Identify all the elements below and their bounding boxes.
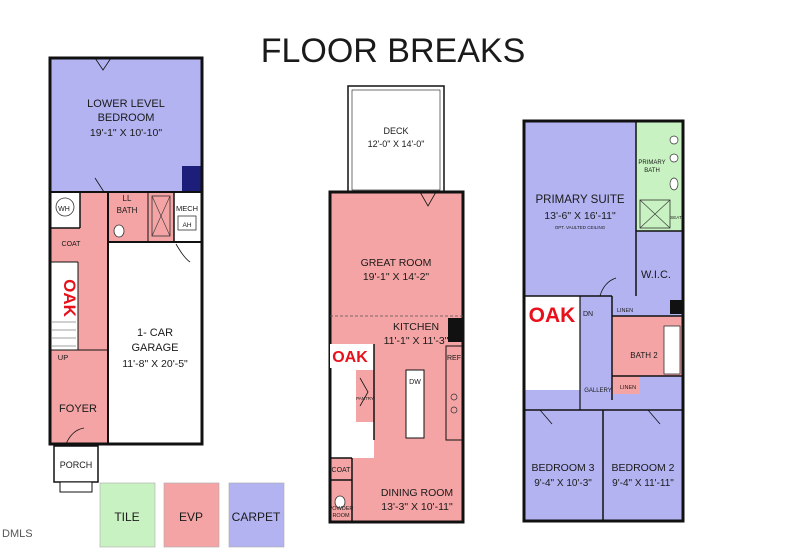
legend-tile-label: TILE (114, 510, 139, 524)
door-swing-icon (94, 177, 105, 193)
lower-level-plan: LOWER LEVEL BEDROOM 19'-1" X 10'-10" WH … (48, 56, 204, 493)
garage-floor (108, 242, 202, 444)
foyer-label: FOYER (59, 403, 97, 415)
mech-label: MECH (176, 204, 198, 213)
ll-bedroom-dims: 19'-1" X 10'-10" (90, 127, 162, 139)
air-handler-icon (177, 215, 197, 231)
door-swing-icon (539, 409, 553, 425)
door-swing-icon (175, 243, 191, 263)
ll-bath-label: BATH (117, 206, 138, 215)
linen2-evp (612, 376, 640, 394)
legend-carpet-label: CARPET (232, 510, 281, 524)
water-heater-icon (55, 197, 75, 217)
upper-stair-area (524, 296, 580, 390)
legend-tile-swatch (99, 482, 156, 548)
legend-evp-swatch (163, 482, 220, 548)
bedroom2-dims: 9'-4" X 11'-11" (612, 478, 674, 489)
dn-label: DN (583, 311, 593, 318)
door-swing-icon (65, 427, 85, 445)
wh-label: WH (58, 206, 70, 213)
ll-coat-label: COAT (62, 241, 82, 248)
bath2-label: BATH 2 (630, 351, 658, 360)
legend: TILE EVP CARPET (99, 482, 285, 548)
great-room-dims: 19'-1" X 14'-2" (363, 271, 430, 283)
upper-level-plan: PRIMARY SUITE 13'-6" X 16'-11" OPT. VAUL… (522, 119, 685, 523)
kitchen-counter (445, 345, 463, 441)
porch-step (59, 481, 93, 493)
main-oak-label: OAK (332, 349, 368, 366)
pantry-floor (356, 370, 374, 422)
primary-suite-note: OPT. VAULTED CEILING (555, 225, 606, 230)
primary-suite-dims: 13'-6" X 16'-11" (544, 210, 616, 222)
bedroom2-label: BEDROOM 2 (611, 462, 674, 474)
ll-stairs (50, 262, 78, 350)
garage-label: GARAGE (131, 342, 178, 354)
linen2-label: LINEN (620, 385, 636, 391)
kitchen-island (405, 369, 425, 439)
deck-dims: 12'-0" X 14'-0" (368, 139, 425, 149)
ll-stair-treads (52, 321, 76, 347)
page-title: FLOOR BREAKS (261, 32, 526, 70)
powder-room-label: ROOM (332, 513, 350, 519)
upper-oak-label: OAK (529, 304, 576, 327)
linen-label: LINEN (617, 308, 633, 314)
ll-oak-label: OAK (60, 279, 79, 318)
upper-column (670, 300, 682, 314)
primary-bath-label: PRIMARY (638, 160, 665, 166)
bath2-tub (663, 325, 681, 375)
kitchen-label: KITCHEN (393, 321, 439, 333)
ll-bath-label: LL (123, 194, 132, 203)
dmls-watermark: DMLS (2, 528, 33, 540)
dining-room-dims: 13'-3" X 10'-11" (381, 501, 453, 513)
primary-suite-label: PRIMARY SUITE (535, 194, 624, 206)
main-oak-box (330, 344, 370, 368)
garage-label: 1- CAR (137, 327, 173, 339)
door-swing-icon (647, 409, 661, 425)
great-room-label: GREAT ROOM (361, 257, 432, 269)
ll-outer-wall (48, 56, 204, 446)
porch-label: PORCH (60, 460, 93, 470)
gallery-label: GALLERY (584, 388, 612, 394)
ll-bedroom-closet-mark (182, 166, 202, 192)
main-coat-label: COAT (332, 467, 352, 474)
powder-room-label: POWDER (329, 506, 354, 512)
ll-shower (151, 195, 171, 237)
kitchen-column (448, 318, 462, 342)
primary-sink-icon (669, 153, 679, 163)
wic-label: W.I.C. (641, 269, 671, 281)
pantry-label: PANTRY (356, 396, 374, 401)
kitchen-dims: 11'-1" X 11'-3" (384, 335, 449, 347)
primary-sink-icon (669, 135, 679, 145)
ll-toilet-icon (113, 224, 125, 238)
door-swing-icon (419, 191, 437, 207)
door-swing-icon (94, 57, 112, 71)
ref-label: REF (447, 355, 461, 362)
dw-label: DW (409, 379, 421, 386)
ll-bedroom-label: LOWER LEVEL (87, 98, 165, 110)
bedroom3-dims: 9'-4" X 10'-3" (534, 478, 592, 489)
deck-label: DECK (383, 126, 408, 136)
dining-room-label: DINING ROOM (381, 487, 453, 499)
porch (53, 445, 99, 483)
primary-shower (639, 199, 671, 229)
powder-toilet-icon (334, 495, 346, 509)
door-swing-icon (359, 377, 369, 407)
primary-bath-label: BATH (644, 168, 660, 174)
garage-dims: 11'-8" X 20'-5" (122, 358, 188, 370)
ll-bedroom-label: BEDROOM (98, 112, 155, 124)
ah-label: AH (182, 222, 191, 229)
legend-carpet-swatch (228, 482, 285, 548)
ll-bedroom-carpet (50, 58, 202, 192)
ll-evp-upper (80, 192, 108, 232)
legend-evp-label: EVP (179, 510, 203, 524)
ll-up-label: UP (58, 353, 68, 362)
door-swing-icon (599, 277, 617, 297)
bedroom3-label: BEDROOM 3 (531, 462, 594, 474)
main-level-plan: DECK 12'-0" X 14'-0" GREAT ROOM 19'-1" X… (328, 85, 465, 524)
primary-toilet-icon (669, 177, 679, 191)
seat-label: SEAT (670, 215, 682, 220)
deck (347, 85, 445, 193)
